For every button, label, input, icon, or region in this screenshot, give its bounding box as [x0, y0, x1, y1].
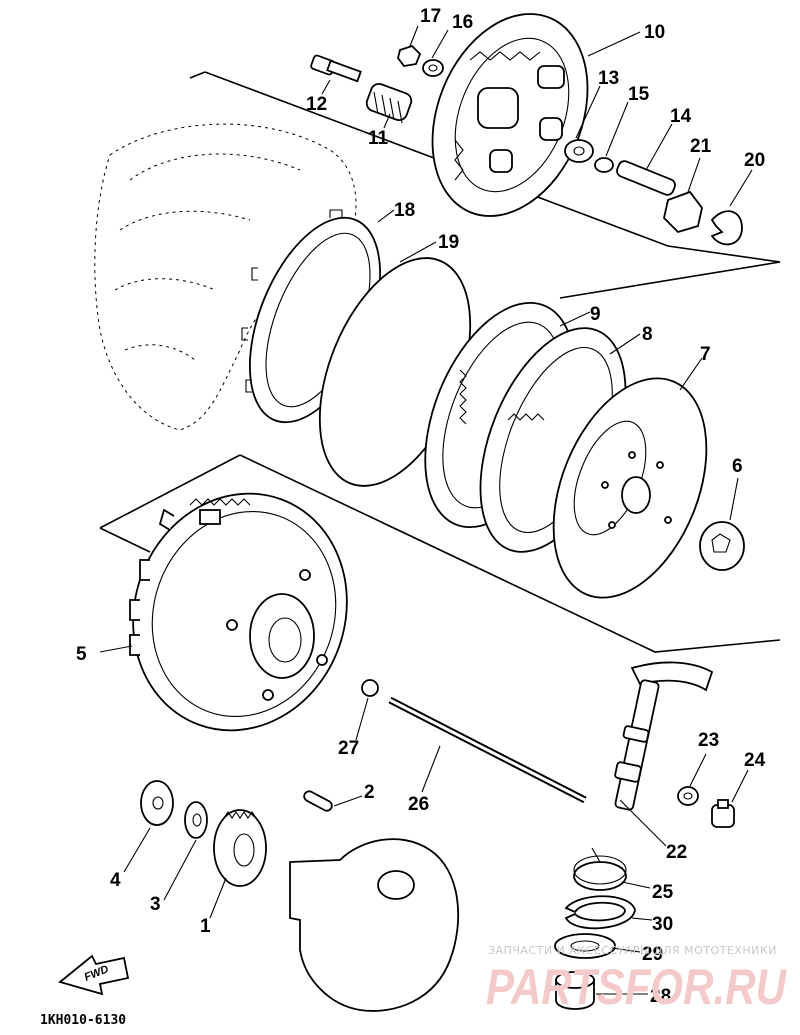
watermark-brand: PARTSFOR.RU	[486, 959, 788, 1015]
clutch-spring	[365, 83, 413, 124]
part-label-18: 18	[394, 200, 415, 221]
dowel-pin	[303, 790, 333, 812]
part-label-20: 20	[744, 150, 765, 171]
part-label-11: 11	[368, 128, 389, 149]
engine-case-outline	[94, 123, 357, 431]
return-spring	[573, 847, 627, 891]
leader-lines	[99, 25, 753, 995]
fwd-arrow-icon: FWD	[58, 954, 130, 996]
part-label-9: 9	[590, 304, 601, 325]
watermark-subtitle: ЗАПЧАСТИ И АКСЕССУАРЫ ДЛЯ МОТОТЕХНИКИ	[488, 944, 777, 957]
part-label-1: 1	[200, 916, 211, 937]
spring-nut	[397, 44, 422, 67]
plate-washer	[564, 139, 594, 163]
part-label-16: 16	[452, 12, 473, 33]
part-label-15: 15	[628, 84, 650, 105]
part-label-19: 19	[438, 232, 459, 253]
clutch-boss	[552, 377, 708, 599]
part-label-7: 7	[700, 344, 711, 365]
primary-drive-gear	[213, 809, 267, 887]
circlip	[564, 895, 636, 930]
boss-lock-washer	[699, 521, 745, 571]
lock-washer-gear	[184, 801, 208, 839]
crankshaft-web	[289, 838, 460, 1012]
part-label-23: 23	[698, 730, 719, 751]
long-push-rod	[388, 696, 587, 804]
push-lever-shaft	[614, 661, 714, 811]
o-ring	[594, 157, 614, 173]
part-label-22: 22	[666, 842, 687, 863]
collar	[555, 971, 595, 1010]
part-label-27: 27	[338, 738, 359, 759]
shaft-bolt	[711, 799, 735, 828]
part-label-8: 8	[642, 324, 653, 345]
spring-seat-washer	[554, 933, 616, 959]
part-label-12: 12	[306, 94, 327, 115]
lock-washer	[710, 210, 743, 246]
part-label-30: 30	[652, 914, 673, 935]
drawing-code: 1KH010-6130	[40, 1013, 126, 1028]
part-label-4: 4	[110, 870, 121, 891]
watermark: ЗАПЧАСТИ И АКСЕССУАРЫ ДЛЯ МОТОТЕХНИКИ PA…	[486, 944, 788, 1015]
part-label-29: 29	[642, 944, 663, 965]
oil-seal	[677, 786, 699, 806]
part-label-3: 3	[150, 894, 161, 915]
part-labels: 10 13 15 14 21 20 17 16 12 11 18 19 9 8 …	[76, 6, 766, 1007]
clutch-housing-gear	[129, 492, 348, 732]
part-label-6: 6	[732, 456, 743, 477]
pressure-plate	[431, 13, 589, 217]
part-label-17: 17	[420, 6, 441, 27]
part-label-28: 28	[650, 986, 671, 1007]
assembly-frame-lines	[99, 71, 781, 653]
part-label-10: 10	[644, 22, 665, 43]
part-label-14: 14	[670, 106, 692, 127]
part-label-21: 21	[690, 136, 712, 157]
part-label-25: 25	[652, 882, 674, 903]
part-label-2: 2	[364, 782, 375, 803]
part-label-26: 26	[408, 794, 429, 815]
part-label-13: 13	[598, 68, 619, 89]
push-ball	[361, 679, 379, 697]
clutch-bolt	[310, 54, 362, 83]
thrust-washer	[140, 780, 174, 826]
push-rod	[616, 160, 676, 196]
lock-nut	[663, 190, 703, 234]
part-label-24: 24	[744, 750, 766, 771]
part-label-5: 5	[76, 644, 87, 665]
spring-washer	[422, 59, 444, 77]
